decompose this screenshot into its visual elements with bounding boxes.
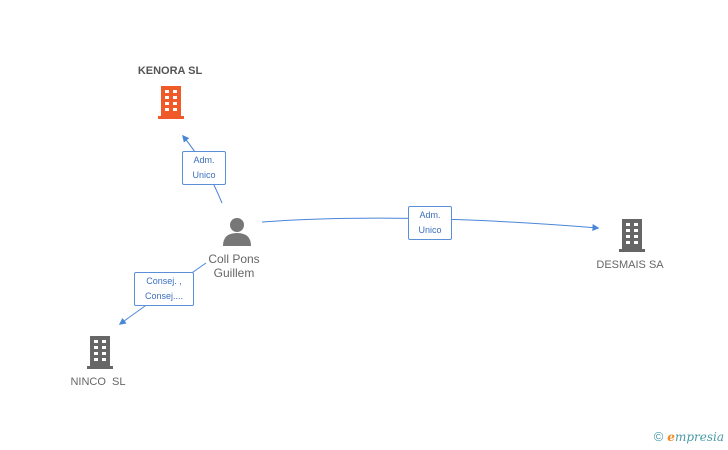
edge-label-line2: Consej.... [144,291,184,301]
copyright-symbol: © [653,429,664,444]
brand-name-rest: mpresia [674,430,724,444]
company-name-ninco[interactable]: NINCO SL [70,376,126,388]
edge-label-line2: Unico [192,170,216,180]
person-icon[interactable] [221,216,253,248]
edge-label-line2: Unico [418,225,442,235]
edge-label-kenora: Adm. Unico [182,151,226,185]
person-name-line1[interactable]: Coll Pons [208,252,260,266]
edge-label-line1: Adm. [419,210,441,220]
edge-label-ninco: Consej. , Consej.... [134,272,194,306]
person-node[interactable]: Coll Pons Guillem [184,252,284,280]
edge-label-desmais: Adm. Unico [408,206,452,240]
company-node-desmais[interactable]: DESMAIS SA [580,258,680,272]
building-icon[interactable] [155,84,187,120]
company-node-kenora[interactable]: KENORA SL [120,64,220,78]
person-name-line2[interactable]: Guillem [213,266,255,280]
edge-label-line1: Adm. [193,155,215,165]
company-node-ninco[interactable]: NINCO SL [48,375,148,389]
empresia-logo: ©empresia [654,429,724,444]
company-name-kenora[interactable]: KENORA SL [137,65,203,77]
company-name-desmais[interactable]: DESMAIS SA [596,259,664,271]
edge-label-line1: Consej. , [146,276,182,286]
building-icon[interactable] [616,217,648,253]
building-icon[interactable] [84,334,116,370]
brand-first-letter: e [667,430,675,444]
